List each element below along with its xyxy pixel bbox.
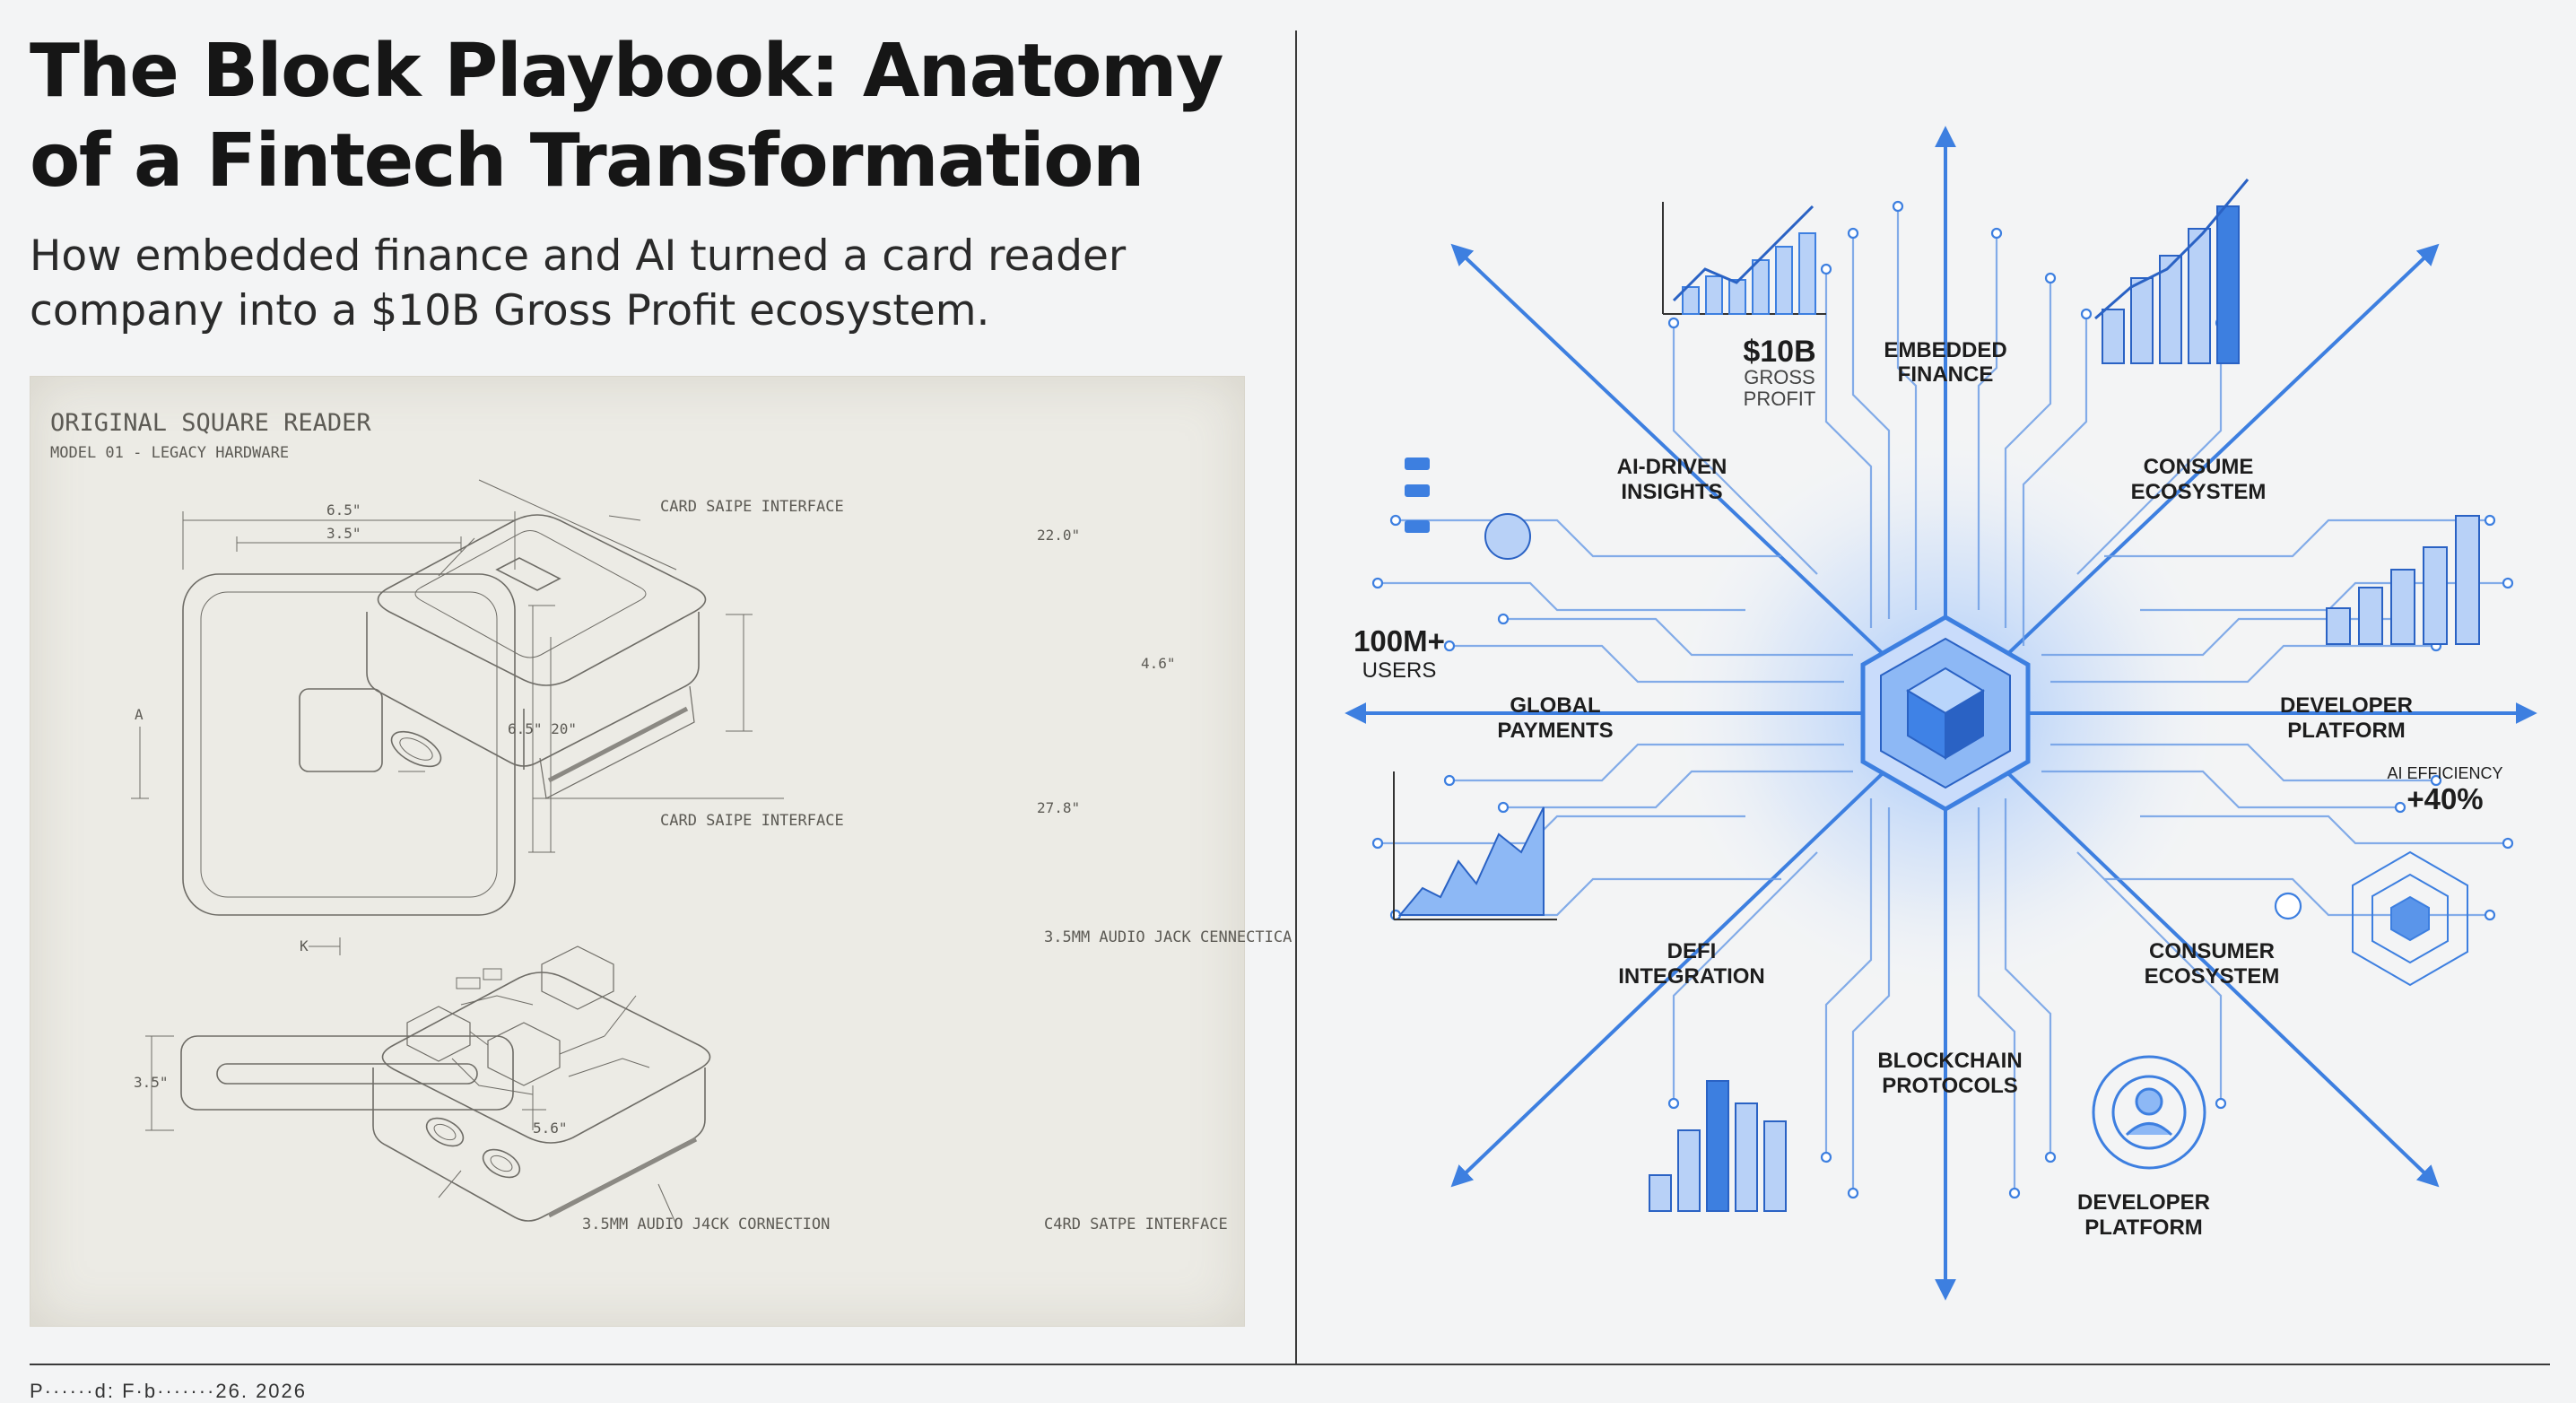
consumer-ecosystem-label-1: CONSUMER	[2149, 939, 2275, 963]
gear-user-icon	[2092, 1055, 2206, 1170]
top-view-inner	[200, 591, 498, 898]
dim-top-outer: 6.5"	[326, 501, 361, 518]
developer-platform-right-label-2: PLATFORM	[2287, 719, 2406, 743]
dim-iso-depth: 27.8"	[1037, 799, 1080, 816]
dim-iso-height: 4.6"	[1141, 655, 1176, 672]
callout-audio-jack-right: 3.5MM AUDIO JACK CENNECTICA	[1044, 928, 1292, 946]
ecosystem-diagram: $10B GROSS PROFIT EMBEDDED FINANCE AI-DR…	[1297, 0, 2576, 1364]
page-title: The Block Playbook: Anatomy of a Fintech…	[30, 29, 1223, 204]
area-chart-icon-left	[1393, 771, 1557, 920]
radar-hex-icon	[2352, 850, 2468, 987]
dim-side-view-depth: 5.6"	[533, 1120, 568, 1137]
iso-logo-square	[495, 557, 561, 591]
side-view-slot	[216, 1063, 478, 1085]
arrow-down-left	[1450, 711, 1947, 1188]
callout-audio-jack-bottom: 3.5MM AUDIO J4CK CORNECTION	[582, 1216, 830, 1233]
ai-efficiency-value: +40%	[2406, 782, 2483, 815]
defi-label-2: INTEGRATION	[1618, 964, 1765, 989]
global-payments-label-1: GLOBAL	[1510, 693, 1600, 718]
ecosystem-svg: $10B GROSS PROFIT EMBEDDED FINANCE AI-DR…	[1345, 126, 2537, 1301]
iso-internals-top	[381, 972, 711, 1144]
blueprint-subtitle: MODEL 01 - LEGACY HARDWARE	[50, 444, 289, 462]
ai-insights-chip-icon	[1405, 458, 1531, 560]
dim-bottom-mark: K	[300, 937, 309, 954]
page-subtitle: How embedded finance and AI turned a car…	[30, 231, 1127, 336]
global-payments-label-2: PAYMENTS	[1497, 719, 1613, 743]
embedded-finance-label-2: FINANCE	[1898, 362, 1994, 387]
blueprint-title: ORIGINAL SQUARE READER	[50, 409, 371, 437]
arrow-up-left	[1450, 243, 1947, 715]
square-reader-blueprint: ORIGINAL SQUARE READER MODEL 01 - LEGACY…	[30, 376, 1292, 1327]
blockchain-label-2: PROTOCOLS	[1882, 1074, 2018, 1098]
consume-ecosystem-label-1: CONSUME	[2144, 455, 2254, 479]
side-view-body	[180, 1035, 514, 1111]
arrow-down-right	[1944, 711, 2440, 1188]
left-column: The Block Playbook: Anatomy of a Fintech…	[0, 0, 1292, 1394]
dim-side-right: 6.5" 20"	[508, 720, 577, 737]
developer-platform-bottom-label-1: DEVELOPER	[2077, 1190, 2210, 1215]
developer-platform-right-label-1: DEVELOPER	[2280, 693, 2413, 718]
iso-top-face	[377, 514, 707, 686]
arrow-up-right	[1944, 243, 2440, 715]
ai-insights-label-2: INSIGHTS	[1621, 480, 1722, 504]
dim-top-inner: 3.5"	[326, 525, 361, 542]
embedded-finance-label-1: EMBEDDED	[1884, 338, 2006, 362]
developer-platform-bottom-label-2: PLATFORM	[2084, 1216, 2203, 1240]
ai-efficiency-label: AI EFFICIENCY	[2387, 764, 2502, 782]
blockchain-label-1: BLOCKCHAIN	[1877, 1049, 2022, 1073]
top-view-outer	[182, 573, 516, 916]
users-value: 100M+	[1353, 624, 1445, 658]
blueprint-drawing: ORIGINAL SQUARE READER MODEL 01 - LEGACY…	[50, 409, 1292, 1233]
dim-iso-width: 22.0"	[1037, 527, 1080, 544]
center-hexagon	[1860, 614, 2031, 812]
dim-side-view-height: 3.5"	[134, 1074, 169, 1091]
footer-partial-text: P······d: F·b·······26, 2026	[30, 1380, 308, 1402]
callout-card-swipe-top: CARD SAIPE INTERFACE	[660, 498, 844, 516]
chart-icon-top-right	[2094, 179, 2250, 364]
defi-label-1: DEFI	[1667, 939, 1717, 963]
chart-icon-top-left	[1662, 202, 1826, 315]
chart-icon-bottom	[1649, 1080, 1787, 1212]
chart-icon-right	[2326, 515, 2480, 645]
gross-profit-value: $10B	[1743, 335, 1815, 369]
consumer-ecosystem-label-2: ECOSYSTEM	[2145, 964, 2280, 989]
callout-card-swipe-mid: CARD SAIPE INTERFACE	[660, 812, 844, 830]
iso-internals-walls	[372, 1068, 706, 1222]
dim-side-left: A	[135, 706, 144, 723]
consume-ecosystem-label-2: ECOSYSTEM	[2131, 480, 2267, 504]
gross-profit-label-2: PROFIT	[1744, 388, 1816, 410]
users-label: USERS	[1362, 658, 1437, 683]
vertical-divider	[1295, 30, 1297, 1364]
callout-card-swipe-bottom: C4RD SATPE INTERFACE	[1044, 1216, 1228, 1233]
horizontal-divider	[30, 1364, 2550, 1365]
iso-top-inset	[414, 530, 647, 658]
top-view-logo-square	[299, 688, 383, 772]
circuit-traces	[1378, 206, 2508, 1193]
gross-profit-label-1: GROSS	[1744, 366, 1815, 388]
ai-insights-label-1: AI-DRIVEN	[1617, 455, 1727, 479]
